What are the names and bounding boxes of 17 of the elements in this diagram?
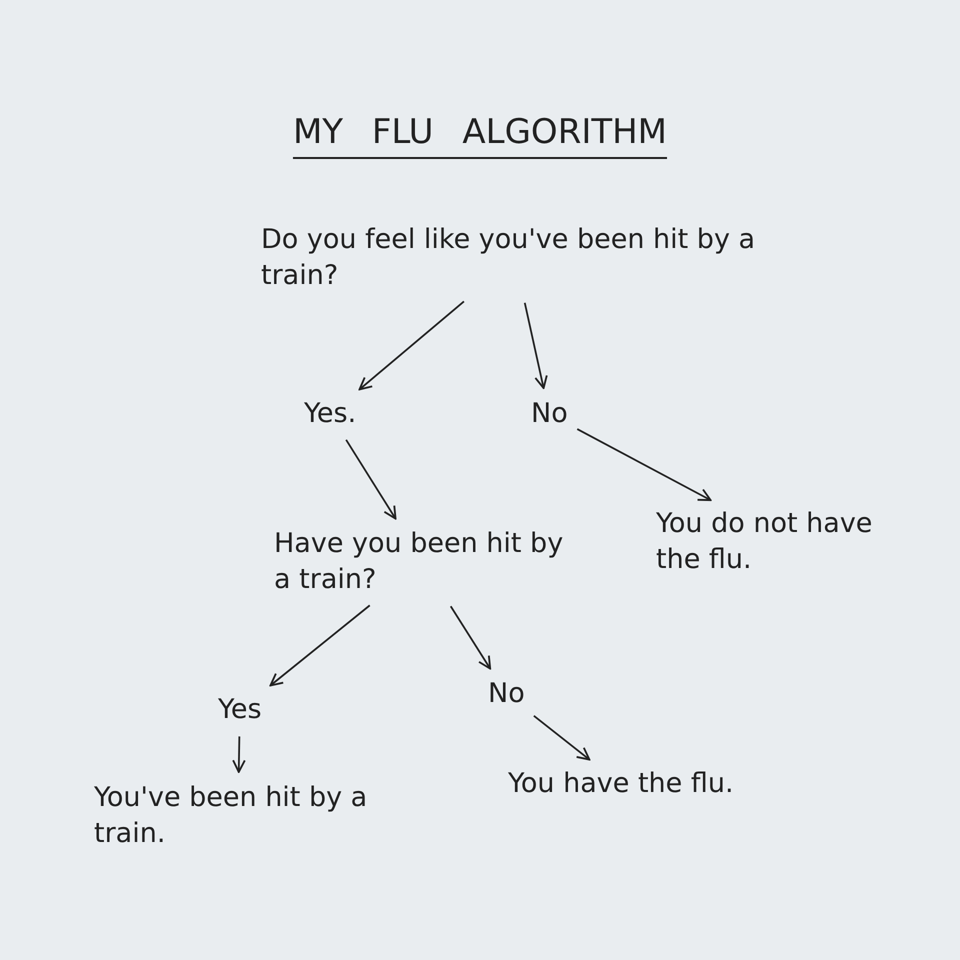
handwritten-text: No: [488, 677, 525, 711]
handwritten-text: You have the flu.: [508, 767, 734, 801]
handwritten-text: Have you been hit by a train?: [274, 527, 564, 598]
handwritten-text: Yes.: [304, 397, 356, 431]
arrow: [270, 604, 370, 686]
arrow: [345, 439, 396, 520]
handwritten-text: You've been hit by a train.: [94, 781, 368, 852]
arrow: [358, 300, 465, 390]
arrow: [576, 428, 712, 502]
arrow: [232, 736, 246, 773]
handwritten-text: Yes: [218, 693, 262, 727]
handwritten-text: Do you feel like you've been hit by a train?: [261, 223, 756, 294]
arrow: [533, 715, 590, 760]
handwritten-text: You do not have the flu.: [656, 507, 874, 578]
arrow: [450, 606, 492, 670]
arrow: [524, 302, 548, 390]
handwritten-text: No: [531, 397, 568, 431]
